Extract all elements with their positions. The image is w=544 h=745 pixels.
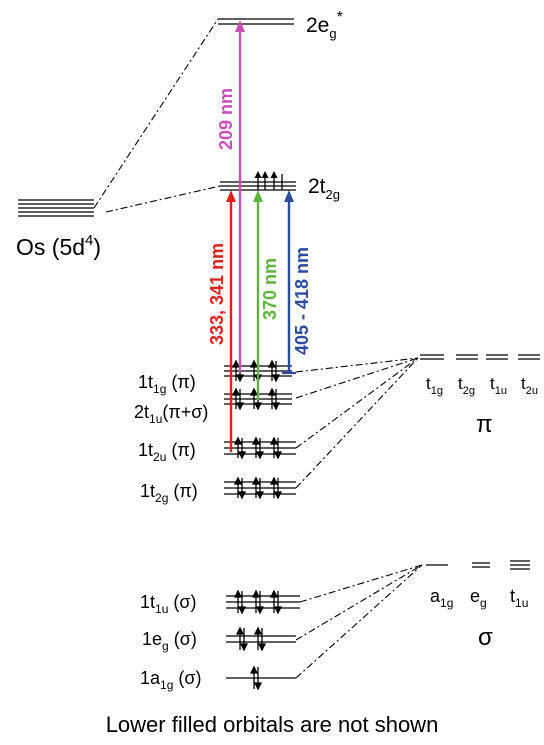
transition-label-333: 333, 341 nm [207, 243, 227, 345]
ligand-sigma-symbol: σ [478, 624, 493, 651]
spin-down-arrow [257, 628, 267, 652]
spin-down-arrow [255, 438, 265, 460]
spin-down-arrow [255, 591, 265, 615]
spin-down-arrow [237, 591, 247, 615]
spin-up-arrow [251, 589, 261, 613]
ligand-pi-labels: t1g t2g t1u t2u [426, 374, 538, 397]
spin-up-arrow [253, 626, 263, 650]
transition-arrowhead-209 [235, 20, 245, 32]
spin-up-arrow [231, 359, 241, 381]
footnote: Lower filled orbitals are not shown [106, 712, 439, 737]
ligand-sigma-t1u: t1u [510, 586, 528, 610]
ligand-pi-symbol: π [476, 411, 493, 438]
spin-up-arrow [251, 476, 261, 498]
transition-label-370: 370 nm [260, 258, 280, 320]
ligand-sigma-orbitals [426, 560, 530, 570]
mo-labels: 1t1g (π) 2t1u(π+σ) 1t2u (π) 1t2g (π) 1t1… [134, 372, 208, 692]
spin-up-arrow [249, 665, 259, 689]
metal-label: Os (5d4) [16, 232, 101, 260]
metal-d-levels [18, 199, 94, 217]
ligand-pi-levels [224, 365, 296, 495]
spin-down-arrow [271, 389, 281, 411]
spin-down-arrow [255, 478, 265, 500]
ligand-pi-t2g: t2g [458, 374, 475, 397]
spin-up-arrow [233, 436, 243, 458]
t2g-label: 2t2g [308, 175, 340, 202]
correlation-lines [93, 18, 423, 679]
label-1eg: 1eg (σ) [142, 629, 197, 653]
spin-down-arrow [239, 628, 249, 652]
pi-electrons [231, 359, 283, 500]
spin-up-arrow [249, 359, 259, 381]
ligand-pi-t1u: t1u [490, 374, 507, 397]
ligand-sigma-eg: eg [470, 586, 487, 610]
label-1t1u: 1t1u (σ) [140, 592, 196, 616]
eg-star-level [218, 18, 294, 25]
spin-up-arrow [269, 436, 279, 458]
label-2t1u: 2t1u(π+σ) [134, 402, 208, 426]
transition-label-209: 209 nm [216, 88, 236, 150]
t2g-electrons [254, 171, 283, 190]
transition-arrowhead-405 [284, 190, 294, 202]
spin-down-arrow [235, 389, 245, 411]
sigma-electrons [233, 589, 283, 691]
label-1t2u: 1t2u (π) [138, 440, 196, 464]
spin-down-arrow [273, 478, 283, 500]
spin-down-arrow [273, 438, 283, 460]
spin-up-arrow [233, 589, 243, 613]
spin-down-arrow [271, 361, 281, 383]
ligand-pi-t1g: t1g [426, 374, 443, 397]
transition-arrowhead-333 [226, 190, 236, 202]
spin-down-arrow [237, 478, 247, 500]
ligand-sigma-a1g: a1g [430, 586, 453, 610]
spin-up-arrow [231, 387, 241, 409]
label-1a1g: 1a1g (σ) [140, 668, 202, 692]
eg-star-label: 2eg* [306, 9, 343, 41]
spin-up-arrow [269, 476, 279, 498]
transition-label-405: 405 - 418 nm [292, 247, 312, 355]
spin-up-arrow [251, 436, 261, 458]
ligand-pi-t2u: t2u [521, 374, 538, 397]
ligand-sigma-labels: a1g eg t1u [430, 586, 528, 610]
spin-up-arrow [267, 359, 277, 381]
spin-down-arrow [273, 591, 283, 615]
spin-up-arrow [249, 387, 259, 409]
transition-arrowhead-370 [253, 190, 263, 202]
spin-up-arrow [269, 589, 279, 613]
spin-up-arrow [235, 626, 245, 650]
spin-up-arrow [233, 476, 243, 498]
spin-down-arrow [253, 667, 263, 691]
label-1t2g: 1t2g (π) [140, 481, 198, 505]
spin-up-arrow [267, 387, 277, 409]
transition-arrows [226, 20, 296, 452]
spin-down-arrow [237, 438, 247, 460]
ligand-pi-orbitals [420, 354, 540, 360]
label-1t1g: 1t1g (π) [138, 372, 196, 396]
